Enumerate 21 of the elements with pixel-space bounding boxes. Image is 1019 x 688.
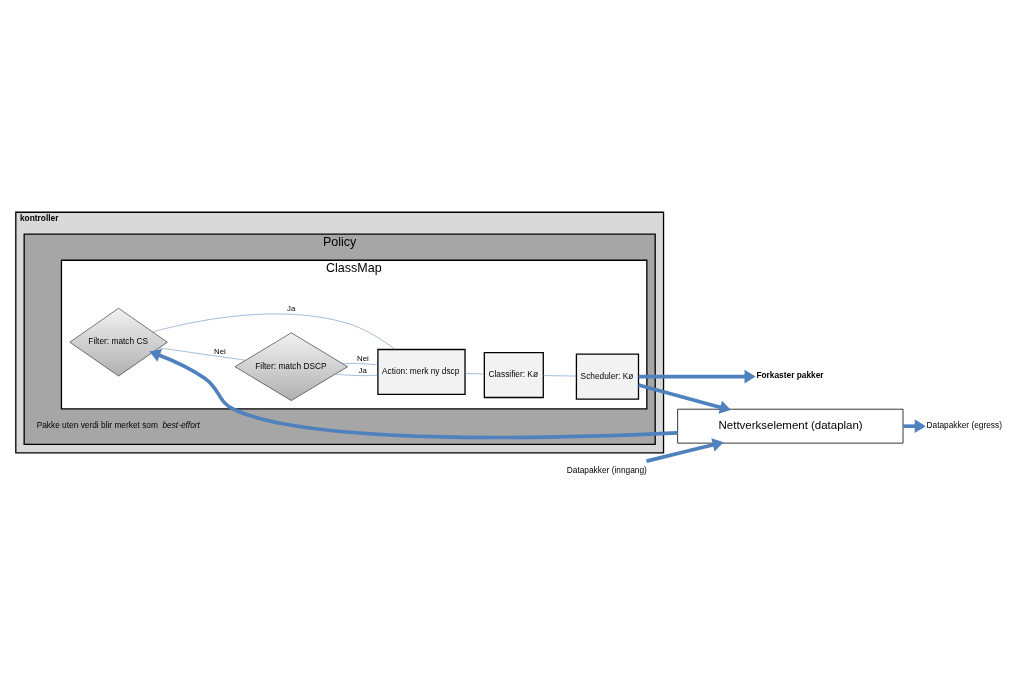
arrow (646, 438, 724, 463)
node-box: Action: merk ny dscp (377, 348, 466, 395)
node-text: Datapakker (egress) (926, 420, 1002, 431)
connector (342, 363, 379, 366)
connector (152, 313, 396, 350)
connector (543, 375, 577, 377)
arrow (638, 383, 731, 414)
node-text: Forkaster pakker (756, 370, 824, 381)
connector (335, 373, 379, 376)
connector (464, 373, 485, 375)
node-diamond: Filter: match CS (69, 308, 168, 377)
connector (159, 347, 246, 361)
node-text: Datapakker (inngang) (566, 464, 647, 475)
label: Pakke uten verdi blir merket som best-effort (36, 420, 200, 431)
node-diamond: Filter: match DSCP (234, 332, 348, 401)
arrow (149, 348, 678, 440)
node-box: Scheduler: Kø (575, 353, 640, 400)
node-box: Classifier: Kø (483, 351, 544, 399)
arrow (903, 419, 926, 433)
node-box: Nettverkselement (dataplan) (677, 408, 904, 444)
arrow (638, 369, 756, 384)
